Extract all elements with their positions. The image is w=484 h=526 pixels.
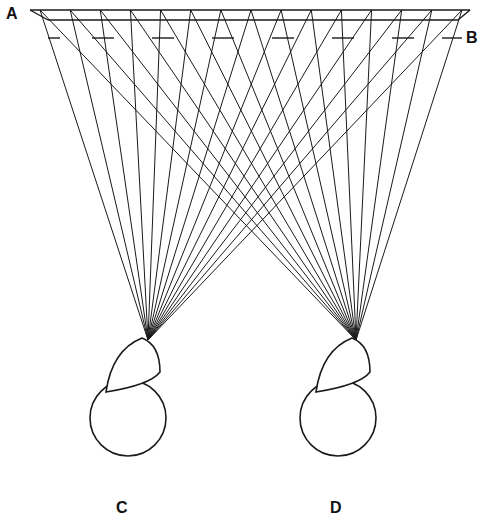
sight-line xyxy=(148,10,462,340)
sight-line xyxy=(100,10,356,340)
sight-line xyxy=(148,10,251,340)
cornea-d xyxy=(316,338,370,392)
sight-line xyxy=(148,10,221,340)
eye-d xyxy=(300,380,376,456)
sight-line xyxy=(161,10,356,340)
sight-line xyxy=(311,10,356,340)
point-label: D xyxy=(330,500,342,516)
sight-line xyxy=(356,10,402,340)
sight-line xyxy=(191,10,356,340)
sight-line xyxy=(148,10,372,340)
sight-line xyxy=(70,10,148,340)
point-label: C xyxy=(116,500,128,516)
plane-b xyxy=(48,37,462,38)
cornea-c xyxy=(106,338,160,392)
sight-line xyxy=(148,10,341,340)
sight-line xyxy=(100,10,148,340)
plane-b-segment xyxy=(332,37,354,38)
plane-a xyxy=(30,10,470,20)
sight-line xyxy=(341,10,356,340)
sight-lines xyxy=(40,10,462,340)
eye-c xyxy=(90,380,166,456)
sight-line xyxy=(70,10,356,340)
sight-line xyxy=(356,10,462,340)
point-label: A xyxy=(6,6,18,22)
sight-line xyxy=(148,10,281,340)
point-label: B xyxy=(466,30,478,46)
sight-line xyxy=(356,10,432,340)
sight-line xyxy=(356,10,372,340)
plane-b-segment xyxy=(212,37,234,38)
plane-b-segment xyxy=(152,37,174,38)
plane-b-segment xyxy=(92,37,114,38)
sight-line xyxy=(221,10,356,340)
eyes xyxy=(90,338,376,456)
sight-line xyxy=(148,10,402,340)
sight-line xyxy=(130,10,356,340)
sight-line xyxy=(281,10,356,340)
sight-line xyxy=(148,10,311,340)
sight-line xyxy=(40,10,148,340)
plane-b-segment xyxy=(392,37,414,38)
plane-b-segment xyxy=(272,37,294,38)
sight-line xyxy=(40,10,356,340)
sight-line xyxy=(148,10,432,340)
sight-line xyxy=(251,10,356,340)
